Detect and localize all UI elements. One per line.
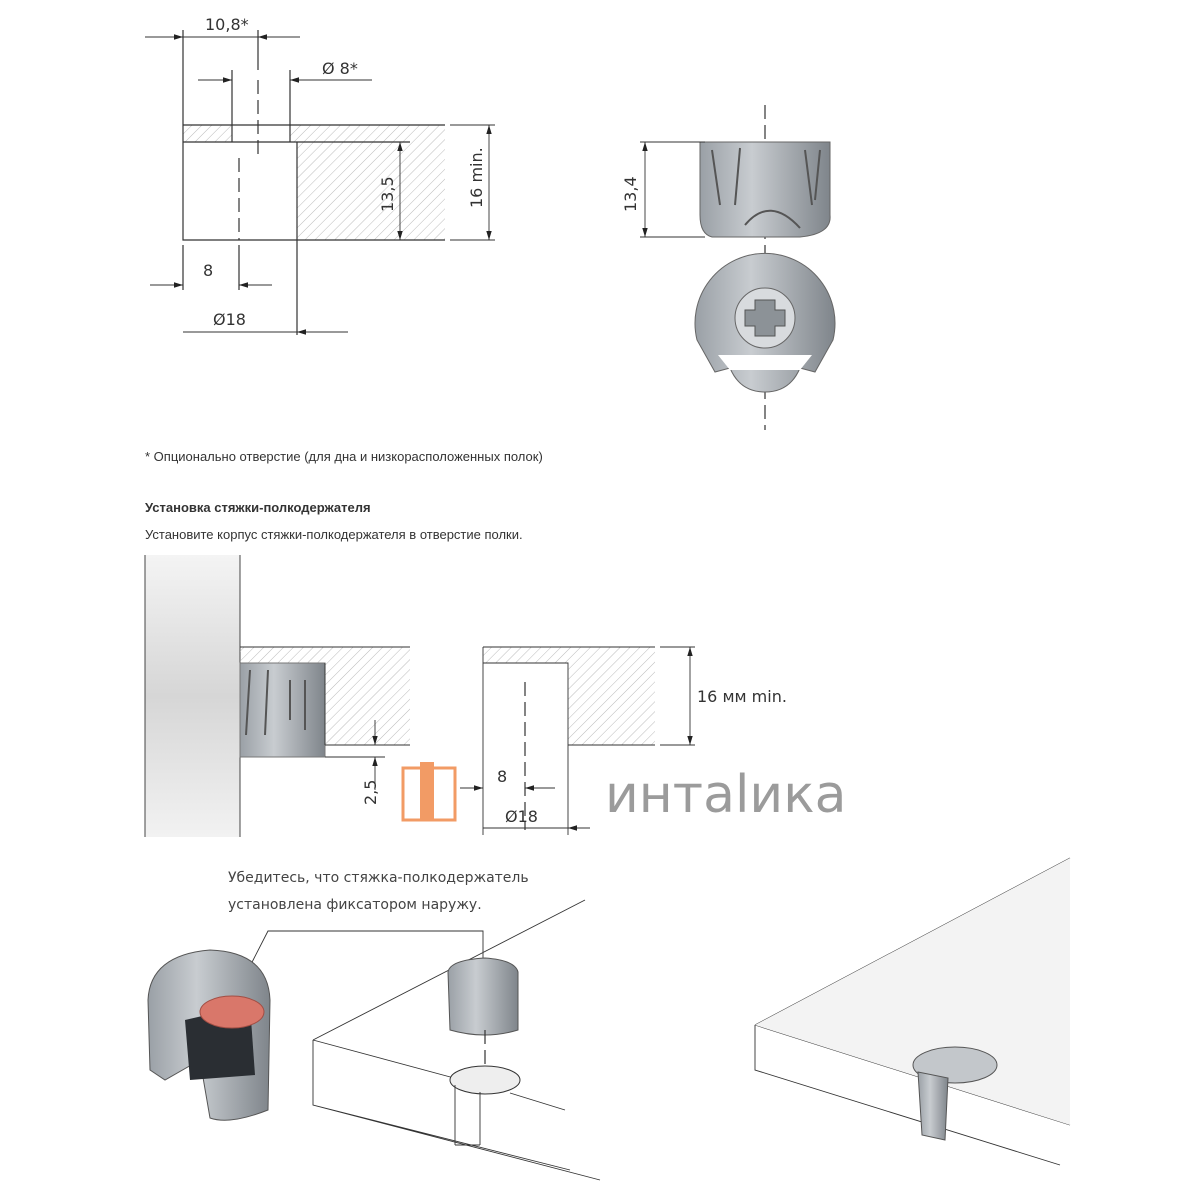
footnote: * Опционально отверстие (для дна и низко… (145, 449, 543, 464)
dim-hole-label: Ø18 (213, 310, 246, 329)
callout-line-1: Убедитесь, что стяжка-полкодержатель (228, 870, 529, 886)
dim-height-label: 13,4 (621, 176, 640, 212)
callout-line-2: установлена фиксатором наружу. (228, 897, 482, 913)
dim-small-hole-label: Ø 8* (322, 59, 358, 78)
callout-illustration (147, 857, 1071, 1181)
dim-center-label: 8 (203, 261, 213, 280)
installation-heading: Установка стяжки-полкодержателя (145, 500, 371, 515)
install-dim-thickness-label: 16 мм min. (697, 687, 787, 706)
install-dim-center-label: 8 (497, 767, 507, 786)
installation-drawing: 2,5 16 мм min. 8 Ø18 (144, 555, 787, 837)
installation-instruction: Установите корпус стяжки-полкодержателя … (145, 527, 523, 542)
dim-thickness-label: 16 min. (467, 147, 486, 208)
install-dim-hole-label: Ø18 (505, 807, 538, 826)
brand-logo: интаlика (401, 762, 846, 825)
drilling-drawing: 10,8* Ø 8* 13,5 16 min. 8 Ø18 (145, 15, 495, 335)
part-view: 13,4 (621, 105, 836, 430)
install-dim-offset-label: 2,5 (361, 780, 380, 805)
logo-text: интаlика (605, 765, 846, 825)
dim-offset-label: 10,8* (205, 15, 249, 34)
dim-depth-label: 13,5 (378, 176, 397, 212)
